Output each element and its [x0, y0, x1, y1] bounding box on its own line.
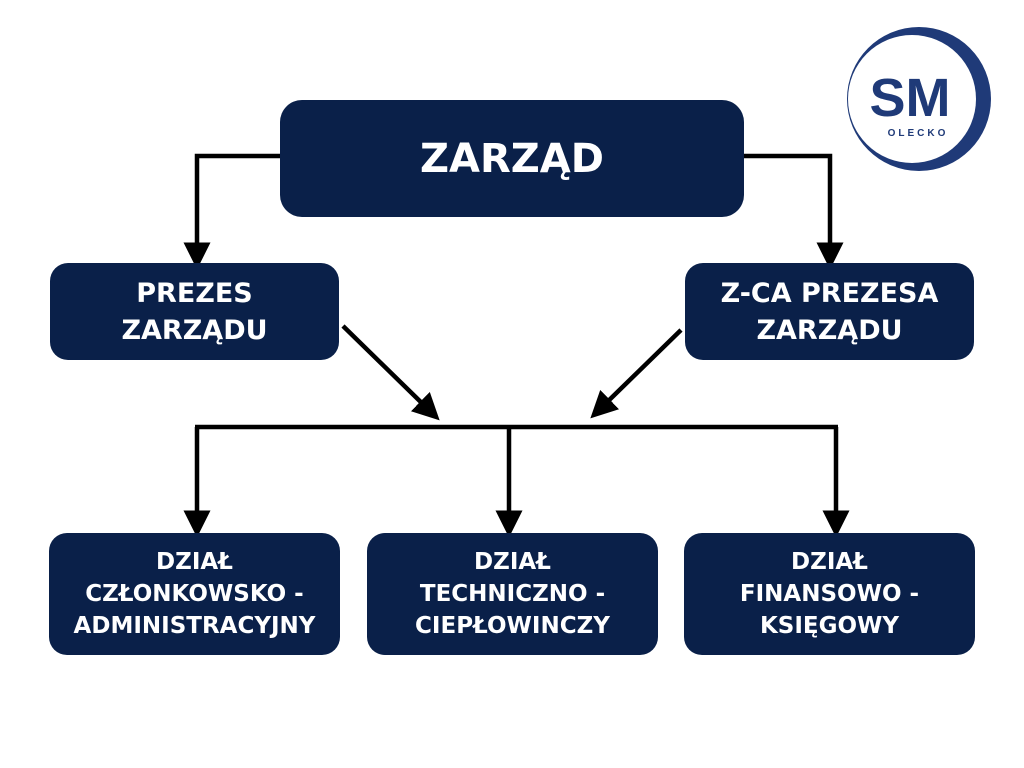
- department-label-line: TECHNICZNO -: [419, 581, 606, 607]
- board-label: ZARZĄD: [420, 135, 604, 182]
- arrow-zca-to-bus: [590, 328, 683, 419]
- department-label-line: CZŁONKOWSKO -: [85, 581, 304, 607]
- logo-sub-text: OLECKO: [888, 128, 949, 139]
- department-finance-accounting: DZIAŁ FINANSOWO - KSIĘGOWY: [684, 533, 975, 655]
- arrow-zarzad-to-zca: [744, 153, 844, 270]
- department-label-line: DZIAŁ: [791, 549, 868, 575]
- department-label-line: CIEPŁOWINCZY: [415, 613, 610, 639]
- arrow-prezes-to-bus: [341, 324, 440, 421]
- department-label-line: FINANSOWO -: [739, 581, 920, 607]
- department-membership-admin: DZIAŁ CZŁONKOWSKO - ADMINISTRACYJNY: [49, 533, 340, 655]
- president-box: PREZES ZARZĄDU: [50, 263, 339, 360]
- president-label-line: PREZES: [136, 277, 253, 309]
- arrow-zarzad-to-prezes: [183, 153, 280, 270]
- logo-main-text: SM: [870, 68, 951, 128]
- sm-olecko-logo: SM OLECKO: [847, 27, 991, 171]
- department-technical-heating: DZIAŁ TECHNICZNO - CIEPŁOWINCZY: [367, 533, 658, 655]
- vice-president-label-line: ZARZĄDU: [756, 314, 903, 346]
- vice-president-label-line: Z-CA PREZESA: [720, 277, 939, 309]
- department-label-line: ADMINISTRACYJNY: [73, 613, 316, 639]
- president-label-line: ZARZĄDU: [121, 314, 268, 346]
- board-box: ZARZĄD: [280, 100, 744, 217]
- department-label-line: DZIAŁ: [474, 549, 551, 575]
- department-label-line: KSIĘGOWY: [759, 613, 900, 639]
- department-label-line: DZIAŁ: [156, 549, 233, 575]
- vice-president-box: Z-CA PREZESA ZARZĄDU: [685, 263, 974, 360]
